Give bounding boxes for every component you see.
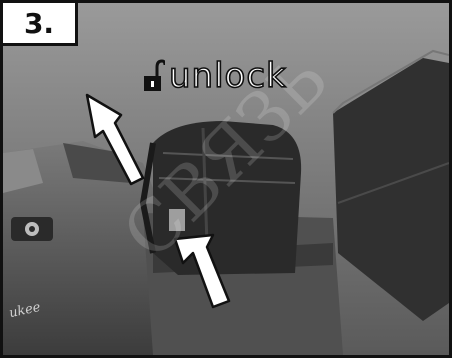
unlock-text: unlock bbox=[169, 59, 287, 93]
padlock-open-icon bbox=[143, 59, 165, 93]
step-number: 3. bbox=[3, 3, 78, 46]
unlock-label: unlock bbox=[143, 59, 287, 93]
power-button-icon bbox=[11, 217, 53, 241]
step-number-text: 3. bbox=[24, 7, 54, 40]
